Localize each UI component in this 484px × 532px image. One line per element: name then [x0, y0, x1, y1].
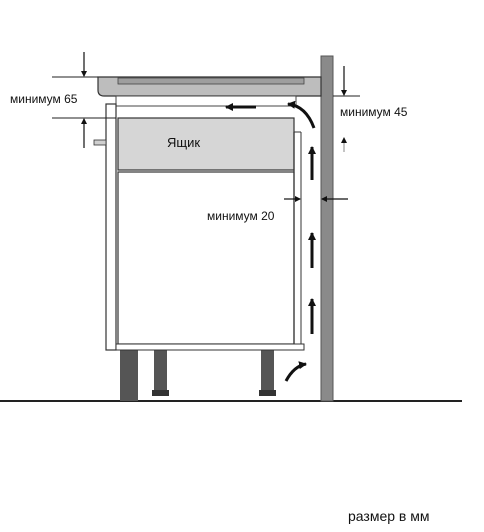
- label-units: размер в мм: [348, 508, 430, 524]
- cabinet-leg-right-foot: [259, 390, 276, 396]
- label-min-45: минимум 45: [340, 105, 408, 119]
- label-min-65: минимум 65: [10, 92, 78, 106]
- cabinet-leg-right: [261, 350, 274, 390]
- cabinet-leg-left-foot: [152, 390, 169, 396]
- cabinet-leg-left: [154, 350, 167, 390]
- airflow-arrow-top-curve: [287, 100, 316, 129]
- airflow-arrow-bottom-curve: [284, 361, 307, 382]
- label-drawer: Ящик: [167, 135, 201, 150]
- cooktop: [117, 77, 305, 85]
- wall: [320, 55, 334, 402]
- cooktop-body: [115, 95, 297, 107]
- cabinet-bottom: [115, 343, 305, 351]
- label-min-20: минимум 20: [207, 209, 275, 223]
- plinth: [120, 349, 138, 401]
- drawer-handle: [93, 139, 107, 146]
- cabinet-side-panel: [105, 103, 117, 351]
- drawer-front: [117, 117, 295, 171]
- cabinet-body: [117, 171, 295, 345]
